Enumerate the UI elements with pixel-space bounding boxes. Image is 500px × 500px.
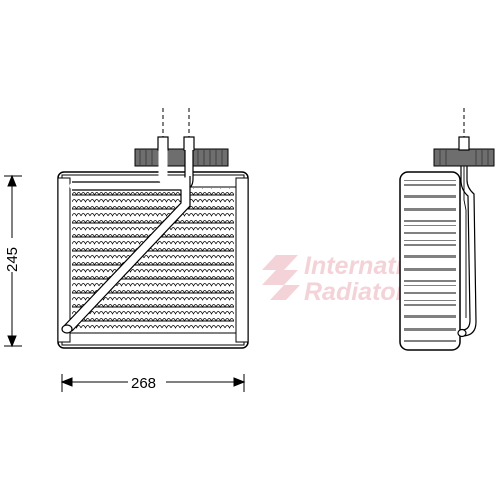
side-pipe-c xyxy=(463,166,467,318)
height-label: 245 xyxy=(4,247,21,272)
pipe-inlet-end xyxy=(61,324,73,334)
side-pipe-end xyxy=(457,328,467,338)
side-pipe-b xyxy=(461,166,477,337)
side-flange xyxy=(433,148,495,167)
watermark-emblem-icon xyxy=(262,255,300,300)
height-arrow-top xyxy=(7,174,17,187)
flange-hatching xyxy=(139,150,223,165)
side-pipe-stub xyxy=(458,136,470,151)
pipe-inlet xyxy=(63,145,191,333)
width-arrow-right xyxy=(233,377,246,387)
side-core-inner xyxy=(404,178,456,344)
pipe-inlet-edge-a xyxy=(63,190,182,327)
side-flange-hatching xyxy=(439,150,489,165)
side-plate-left xyxy=(57,177,71,343)
side-plate-right xyxy=(235,177,249,343)
side-pipe-a xyxy=(460,166,471,331)
bottom-tank xyxy=(61,332,245,346)
side-view xyxy=(399,108,495,351)
width-label: 268 xyxy=(131,375,156,392)
pipe-flange xyxy=(134,148,229,167)
height-arrow-bottom xyxy=(7,335,17,348)
front-view: 245 268 xyxy=(4,108,249,392)
fin-matrix xyxy=(72,188,234,332)
pipe-inlet-edge-b xyxy=(71,176,191,332)
side-tube-lines xyxy=(404,184,456,342)
width-arrow-left xyxy=(60,377,73,387)
